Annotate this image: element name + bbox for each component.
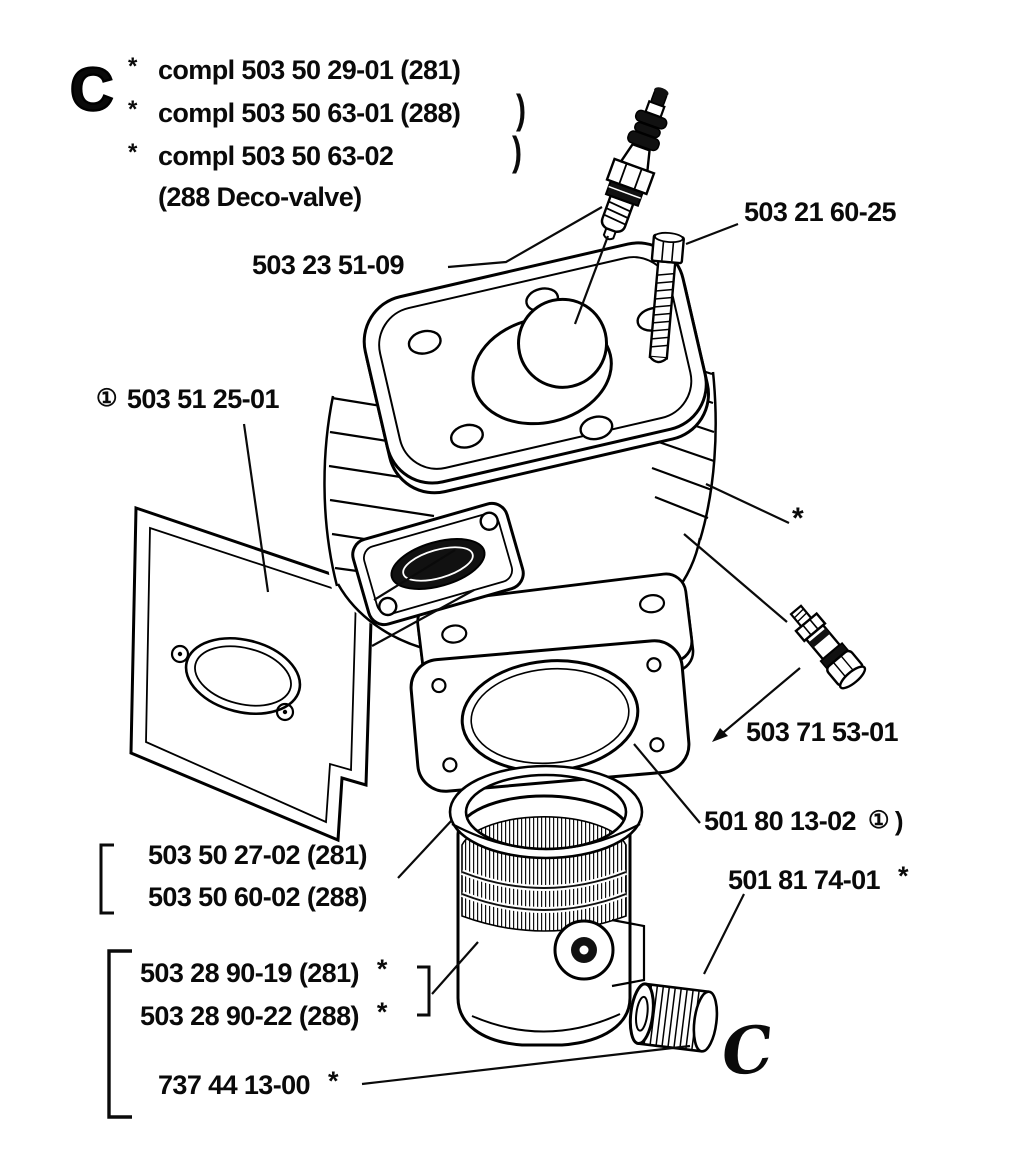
exhaust-flange-drawing bbox=[351, 501, 525, 627]
label-base-gasket: 501 80 13-02 ①) bbox=[704, 806, 904, 836]
asterisk-mark: * bbox=[376, 997, 388, 1027]
asterisk-mark: * bbox=[897, 861, 909, 891]
legend-text: compl 503 50 29-01 (281) bbox=[158, 55, 461, 85]
label-decomp-valve: 503 71 53-01 bbox=[746, 717, 899, 747]
asterisk-mark: * bbox=[327, 1066, 339, 1096]
legend-row-2: * compl 503 50 63-01 (288) bbox=[128, 96, 461, 128]
legend-text: (288 Deco-valve) bbox=[158, 182, 362, 212]
bracket-mark: ) bbox=[894, 806, 904, 836]
label-piston-ring-288: 503 28 90-22 (288) * bbox=[140, 998, 387, 1030]
label-piston-ring-281: 503 28 90-19 (281) * bbox=[140, 955, 387, 987]
label-needle-bearing: 501 81 74-01 * bbox=[728, 862, 908, 894]
muffler-gasket-drawing bbox=[129, 505, 374, 843]
label-piston-281: 503 50 27-02 (281) bbox=[148, 840, 367, 870]
spark-plug-drawing bbox=[600, 87, 669, 241]
base-gasket-drawing bbox=[409, 639, 691, 793]
label-text: 503 28 90-19 (281) bbox=[140, 958, 359, 988]
label-text: 501 81 74-01 bbox=[728, 865, 881, 895]
bore-ring-drawing bbox=[448, 764, 644, 860]
label-text: 737 44 13-00 bbox=[158, 1070, 311, 1100]
decompression-valve-drawing bbox=[789, 604, 867, 690]
legend-row-1: * compl 503 50 29-01 (281) bbox=[128, 53, 461, 85]
section-letter-script: C bbox=[718, 1011, 777, 1092]
label-piston-288: 503 50 60-02 (288) bbox=[148, 882, 367, 912]
label-text: 501 80 13-02 bbox=[704, 806, 857, 836]
cylinder-head-drawing bbox=[362, 241, 710, 495]
legend-row-4: (288 Deco-valve) bbox=[128, 184, 362, 211]
asterisk-mark: * bbox=[128, 96, 137, 123]
label-muffler-gasket: ① 503 51 25-01 bbox=[96, 385, 279, 413]
legend-text: compl 503 50 63-02 bbox=[158, 141, 394, 171]
label-text: 503 28 90-22 (288) bbox=[140, 1001, 359, 1031]
asterisk-mark: * bbox=[128, 139, 137, 166]
head-bolt-drawing bbox=[648, 231, 685, 364]
label-spark-plug: 503 23 51-09 bbox=[252, 250, 405, 280]
asterisk-mark: * bbox=[376, 954, 388, 984]
bracket-mark: ) bbox=[512, 130, 522, 175]
circled-1-marker: ① bbox=[96, 385, 118, 412]
legend-row-3: * compl 503 50 63-02 bbox=[128, 139, 394, 171]
asterisk-mark: * bbox=[128, 53, 137, 80]
section-letter: C bbox=[69, 56, 115, 123]
cylinder-asterisk: * bbox=[792, 502, 804, 535]
needle-bearing-drawing bbox=[628, 982, 719, 1053]
label-circlip: 737 44 13-00 * bbox=[158, 1067, 338, 1099]
leader-arrowhead bbox=[712, 728, 728, 742]
label-head-bolt: 503 21 60-25 bbox=[744, 197, 897, 227]
legend-text: compl 503 50 63-01 (288) bbox=[158, 98, 461, 128]
leader-lines bbox=[242, 206, 801, 1086]
label-text: 503 51 25-01 bbox=[126, 384, 280, 414]
label-brackets bbox=[99, 843, 431, 1119]
circled-1-marker: ① bbox=[867, 807, 890, 834]
bracket-mark: ) bbox=[516, 88, 526, 133]
